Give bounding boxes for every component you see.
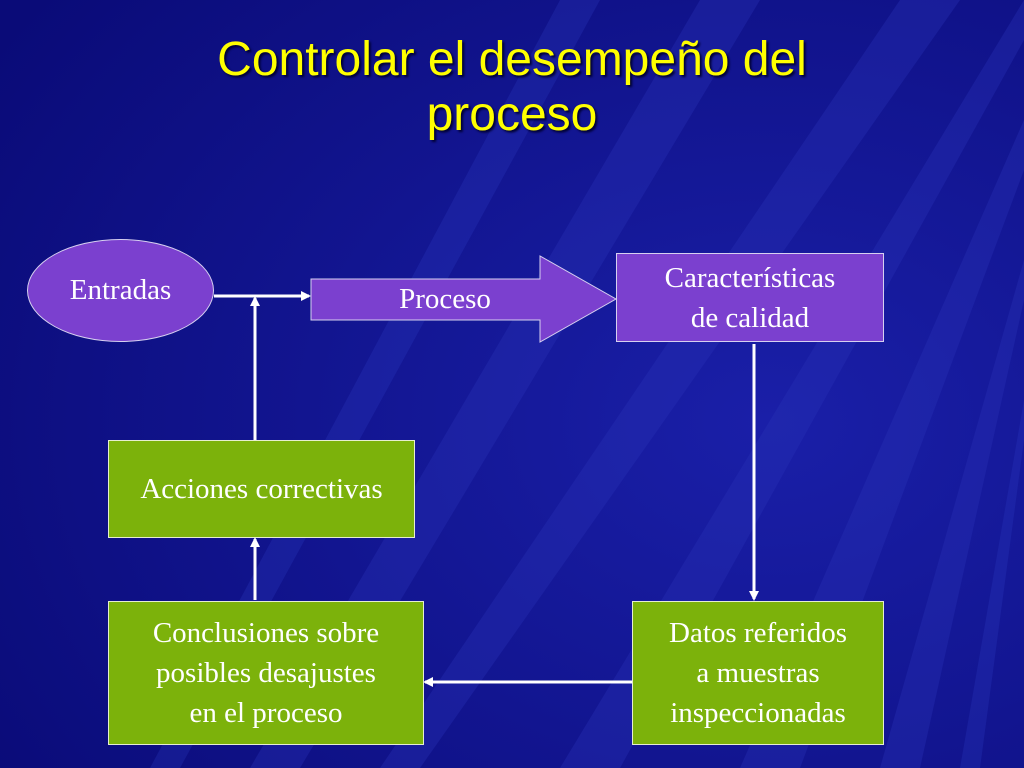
slide-title-line-1: Controlar el desempeño del <box>217 33 807 86</box>
node-entradas-label: Entradas <box>69 274 172 306</box>
slide-title-line-2: proceso <box>426 88 598 141</box>
node-acciones-correctivas: Acciones correctivas <box>108 440 415 538</box>
slide-title: Controlar el desempeño del proceso <box>62 32 962 142</box>
node-entradas: Entradas <box>27 239 214 342</box>
node-caracteristicas-line-2: de calidad <box>690 301 810 334</box>
node-proceso-label: Proceso <box>399 283 491 315</box>
process-arrow-shape <box>310 255 618 343</box>
node-conclusiones: Conclusiones sobre posibles desajustes e… <box>108 601 424 745</box>
node-acciones-label: Acciones correctivas <box>140 473 383 505</box>
node-conclusiones-line-2: posibles desajustes <box>156 657 376 689</box>
node-datos-line-3: inspeccionadas <box>670 697 846 729</box>
node-caracteristicas-line-1: Características <box>664 261 836 294</box>
node-datos-line-1: Datos referidos <box>669 617 847 649</box>
node-datos: Datos referidos a muestras inspeccionada… <box>632 601 884 745</box>
node-caracteristicas: Características de calidad <box>616 253 884 342</box>
node-datos-line-2: a muestras <box>696 657 820 689</box>
node-conclusiones-line-1: Conclusiones sobre <box>152 617 380 649</box>
node-conclusiones-line-3: en el proceso <box>189 697 343 729</box>
